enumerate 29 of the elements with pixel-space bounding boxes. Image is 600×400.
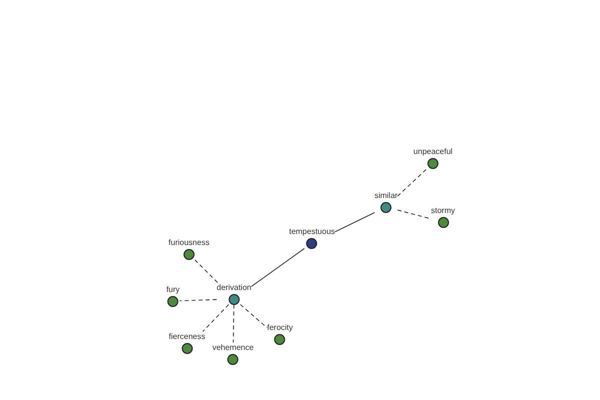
graph-node (289, 226, 335, 248)
graph-node (267, 322, 293, 344)
node-label: furiousness (168, 238, 210, 246)
graph-node (374, 190, 398, 212)
dashed-connector (194, 259, 218, 283)
node-label: tempestuous (289, 226, 335, 236)
graph-node (212, 342, 254, 364)
connector-line (334, 212, 376, 232)
dashed-connector (397, 168, 428, 197)
dashed-connector (240, 304, 268, 328)
connector-line (250, 248, 305, 287)
dashed-connector (232, 304, 234, 343)
graph-node (168, 332, 206, 354)
node-label: similar (374, 190, 398, 200)
graph-node (413, 146, 453, 168)
node-label: derivation (216, 282, 252, 292)
dashed-connector (179, 299, 218, 302)
node-label: ferocity (267, 322, 293, 332)
node-label: fierceness (168, 332, 206, 340)
dashed-connector (202, 304, 230, 332)
graph-node (216, 282, 252, 304)
node-label: fury (166, 284, 180, 294)
graph-node (166, 284, 180, 306)
node-label: stormy (431, 206, 455, 214)
node-label: vehemence (212, 342, 254, 352)
dashed-connector (397, 210, 432, 220)
graph-node (431, 206, 455, 228)
node-label: unpeaceful (413, 146, 453, 156)
graph-node (168, 238, 210, 260)
